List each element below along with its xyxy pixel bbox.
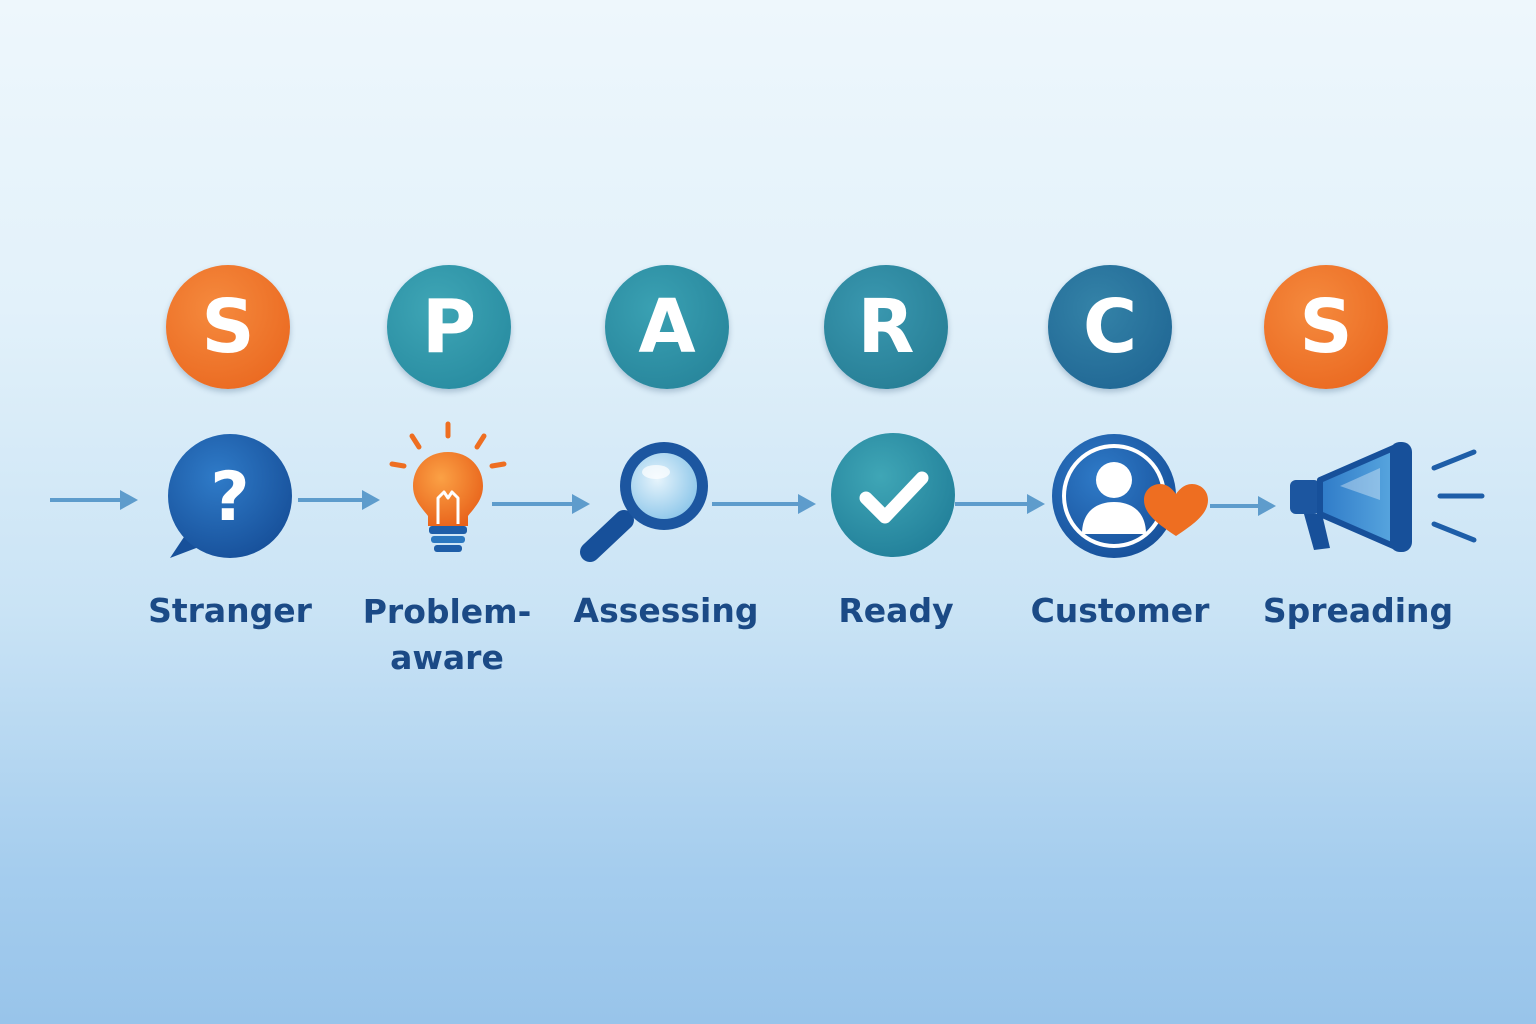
person-heart-icon: [1052, 434, 1208, 558]
stage-label-assessing: Assessing: [573, 591, 759, 630]
arrow-customer-to-spreading: [1210, 496, 1276, 516]
letter-circle-p: P: [387, 265, 511, 389]
svg-text:?: ?: [210, 458, 249, 537]
lightbulb-icon: [389, 421, 507, 552]
magnifying-glass-icon: [580, 442, 708, 562]
letter-circle-a: A: [605, 265, 729, 389]
checkmark-circle-icon: [831, 433, 955, 557]
arrow-problem-aware-to-assessing: [492, 494, 590, 514]
arrow-ready-to-customer: [955, 494, 1045, 514]
letter-circle-s2: S: [1264, 265, 1388, 389]
stage-label-stranger: Stranger: [148, 591, 312, 630]
arrow-entry: [50, 490, 138, 510]
letter-circle-r: R: [824, 265, 948, 389]
arrow-assessing-to-ready: [712, 494, 816, 514]
stage-label-ready: Ready: [838, 591, 954, 630]
letter-circle-s1: S: [166, 265, 290, 389]
stage-label-problem-aware: Problem- aware: [362, 592, 532, 677]
question-speech-bubble-icon: ?: [168, 434, 292, 558]
megaphone-icon: [1290, 442, 1485, 552]
letter-circle-c: C: [1048, 265, 1172, 389]
stage-label-spreading: Spreading: [1262, 591, 1454, 630]
arrow-stranger-to-problem-aware: [298, 490, 380, 510]
stage-label-customer: Customer: [1030, 591, 1210, 630]
